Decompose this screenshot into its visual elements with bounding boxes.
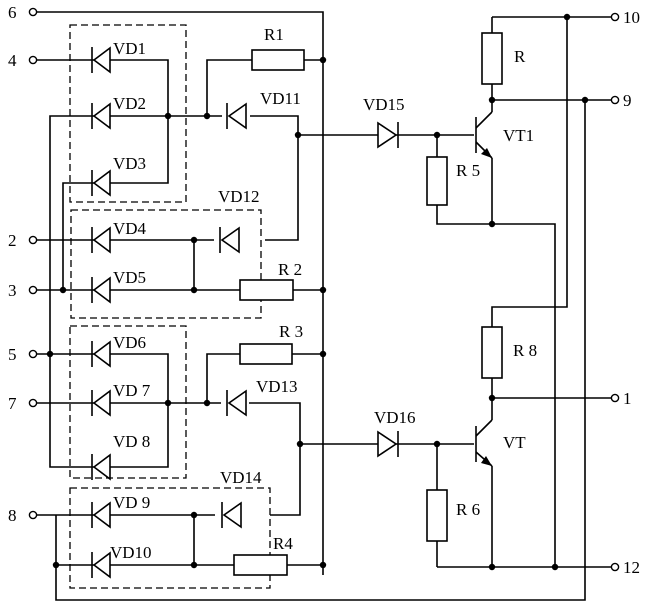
diode-vd15 xyxy=(375,121,403,149)
diode-vd14 xyxy=(221,501,242,529)
r3-label: R 3 xyxy=(279,322,303,341)
vd8-label: VD 8 xyxy=(113,432,150,451)
vd15-label: VD15 xyxy=(363,95,405,114)
diode-vd6 xyxy=(88,340,136,368)
transistor-vt1 xyxy=(475,111,493,159)
terminal-6-label: 6 xyxy=(8,3,17,22)
vd9-label: VD 9 xyxy=(113,493,150,512)
terminal-circles xyxy=(28,7,620,572)
vd6-label: VD6 xyxy=(113,333,146,352)
transistor-vt xyxy=(475,419,493,467)
terminal-8-label: 8 xyxy=(8,506,17,525)
terminal-2-label: 2 xyxy=(8,231,17,250)
r8-label: R 8 xyxy=(513,341,537,360)
r6-label: R 6 xyxy=(456,500,480,519)
r4-label: R4 xyxy=(273,534,293,553)
diode-vd16 xyxy=(375,430,403,458)
vt1-label: VT1 xyxy=(503,126,534,145)
r1-label: R1 xyxy=(264,25,284,44)
wires xyxy=(37,11,611,601)
diode-vd12 xyxy=(219,226,240,254)
diode-vd11 xyxy=(226,102,247,130)
vd14-label: VD14 xyxy=(220,468,262,487)
vd11-label: VD11 xyxy=(260,89,301,108)
terminal-3-label: 3 xyxy=(8,281,17,300)
diode-vd7 xyxy=(88,389,136,417)
vd5-label: VD5 xyxy=(113,268,146,287)
resistor-r6 xyxy=(426,489,448,542)
diode-vd10 xyxy=(88,551,136,579)
r-label: R xyxy=(514,47,526,66)
transistor-labels: VT1 VT xyxy=(503,126,534,452)
vd10-label: VD10 xyxy=(110,543,152,562)
terminal-10-label: 10 xyxy=(623,8,640,27)
resistor-r2 xyxy=(239,279,294,301)
terminal-7-label: 7 xyxy=(8,394,17,413)
diode-vd9 xyxy=(88,501,136,529)
resistor-r xyxy=(481,32,503,85)
r2-label: R 2 xyxy=(278,260,302,279)
resistor-labels: R1 R 2 R 3 R4 R R 5 R 8 R 6 xyxy=(264,25,537,553)
vt-label: VT xyxy=(503,433,526,452)
diode-vd13 xyxy=(226,389,247,417)
terminal-4-label: 4 xyxy=(8,51,17,70)
diode-labels: VD1 VD2 VD3 VD4 VD5 VD6 VD 7 VD 8 VD 9 V… xyxy=(110,39,416,562)
vd1-label: VD1 xyxy=(113,39,146,58)
vd4-label: VD4 xyxy=(113,219,147,238)
resistor-r4 xyxy=(233,554,288,576)
diode-vd2 xyxy=(88,102,136,130)
diode-vd8 xyxy=(88,453,136,481)
terminal-9-label: 9 xyxy=(623,91,632,110)
diode-vd5 xyxy=(88,276,136,304)
diode-vd3 xyxy=(88,169,136,197)
vd2-label: VD2 xyxy=(113,94,146,113)
resistor-r8 xyxy=(481,326,503,379)
diode-vd1 xyxy=(88,46,136,74)
vd13-label: VD13 xyxy=(256,377,298,396)
resistor-r5 xyxy=(426,156,448,206)
vd7-label: VD 7 xyxy=(113,381,151,400)
terminal-12-label: 12 xyxy=(623,558,640,577)
diode-vd4 xyxy=(88,226,136,254)
vd12-label: VD12 xyxy=(218,187,260,206)
terminal-labels: 6 4 2 3 5 7 8 10 9 1 12 xyxy=(8,3,640,577)
resistor-r3 xyxy=(239,343,293,365)
terminal-5-label: 5 xyxy=(8,345,17,364)
terminal-1-label: 1 xyxy=(623,389,632,408)
junction-dots xyxy=(46,13,589,571)
vd16-label: VD16 xyxy=(374,408,416,427)
r5-label: R 5 xyxy=(456,161,480,180)
vd3-label: VD3 xyxy=(113,154,146,173)
dashed-blocks xyxy=(69,24,271,589)
resistor-r1 xyxy=(251,49,305,71)
